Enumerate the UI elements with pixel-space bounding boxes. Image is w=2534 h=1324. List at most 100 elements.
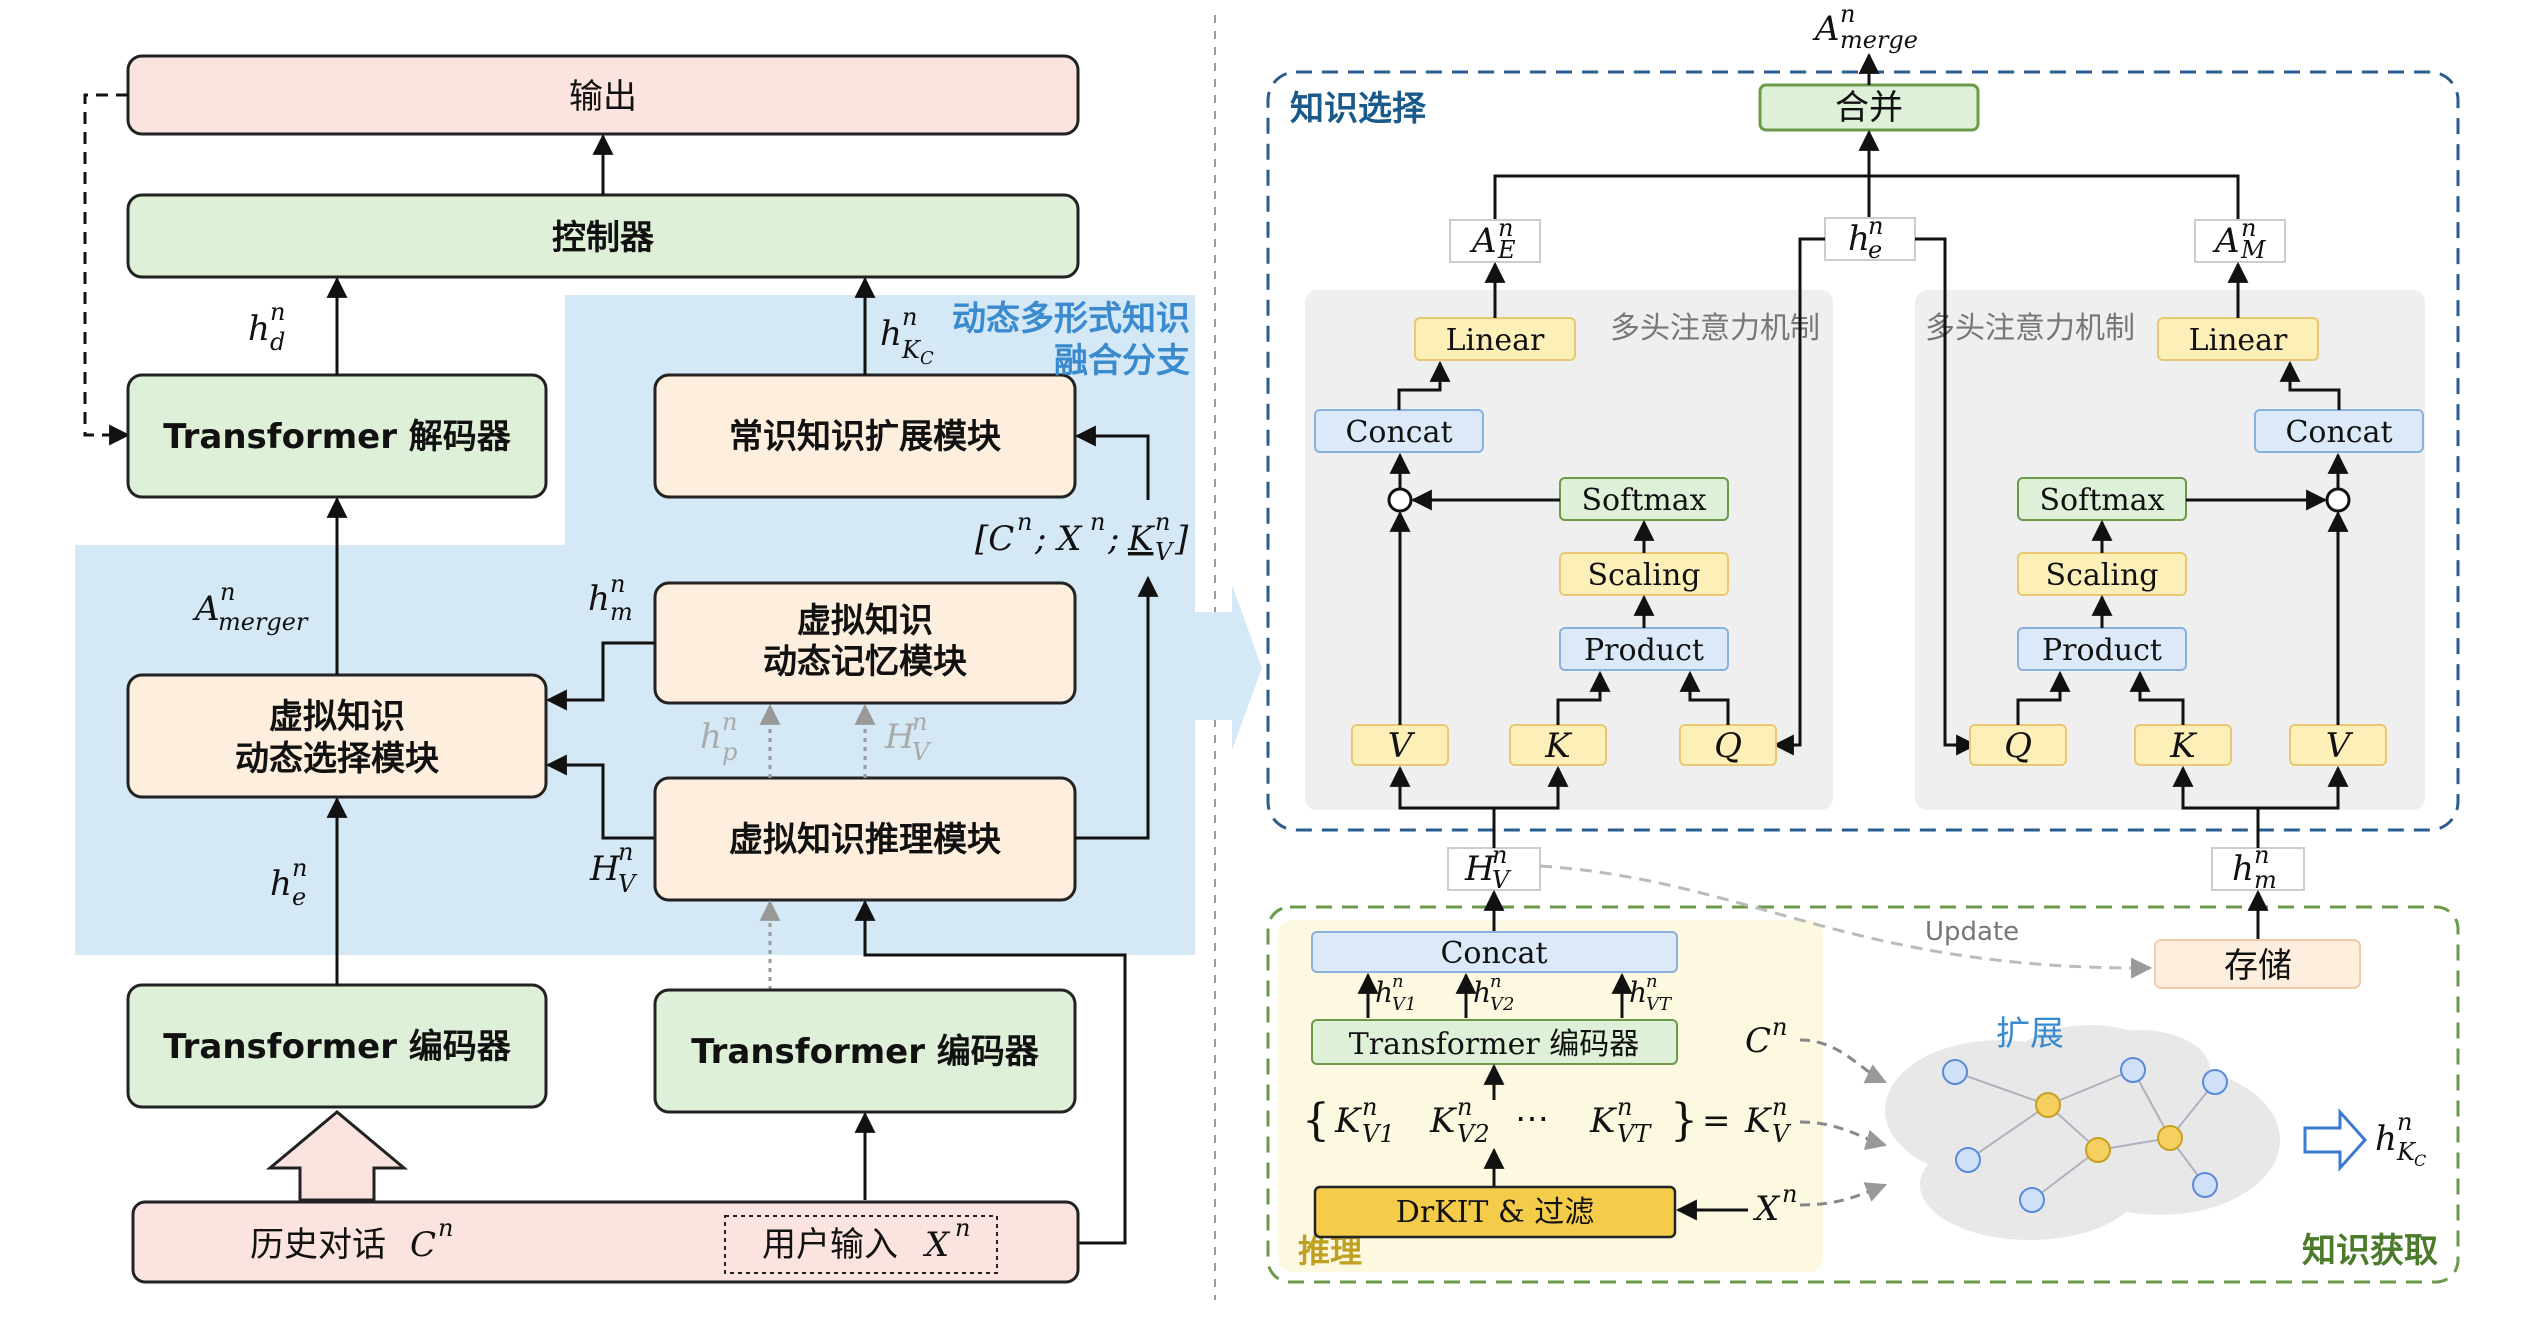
svg-text:E: E [1497,236,1516,264]
linear-right: Linear [2157,317,2319,361]
svg-text:n: n [1362,1093,1377,1121]
svg-text:Softmax: Softmax [2039,483,2164,518]
svg-text:h: h [2375,1119,2397,1159]
svg-text:V2: V2 [1490,994,1514,1015]
h-e-tag: h ne [1824,212,1916,264]
svg-text:K: K [1544,726,1573,766]
svg-text:存储: 存储 [2224,946,2292,986]
svg-text:动态多形式知识: 动态多形式知识 [952,299,1190,339]
svg-text:h: h [1629,976,1647,1009]
selection-module-box: 虚拟知识 动态选择模块 [126,673,548,799]
svg-text:V1: V1 [1362,1120,1395,1148]
svg-text:动态选择模块: 动态选择模块 [235,739,439,779]
svg-text:Concat: Concat [1345,415,1452,450]
reasoning-region [1278,920,1823,1272]
svg-text:K: K [1127,519,1156,559]
feedback-dashed-arrow [83,93,131,446]
svg-text:V2: V2 [1457,1120,1490,1148]
svg-text:n: n [1772,1093,1787,1121]
svg-text:h: h [1848,219,1870,259]
svg-text:n: n [1155,508,1170,536]
svg-text:[C: [C [975,519,1014,559]
svg-text:V: V [1388,726,1416,766]
svg-text:}: } [1670,1095,1698,1146]
softmax-left: Softmax [1559,477,1729,521]
svg-text:n: n [955,1214,970,1242]
svg-text:Scaling: Scaling [2046,558,2159,593]
svg-text:A: A [1469,221,1497,261]
svg-text:; X: ; X [1034,519,1083,559]
svg-text:H: H [884,717,916,757]
svg-text:h: h [700,717,722,757]
q-left: Q [1679,724,1777,766]
svg-text:n: n [1868,212,1883,240]
svg-text:h: h [1473,976,1491,1009]
svg-text:A: A [1812,9,1840,49]
svg-text:n: n [270,298,285,326]
svg-text:用户输入: 用户输入 [762,1225,898,1265]
svg-text:DrKIT & 过滤: DrKIT & 过滤 [1396,1195,1594,1230]
knowledge-acquisition-title: 知识获取 [2302,1231,2438,1271]
svg-text:merger: merger [218,608,309,636]
svg-text:VT: VT [1646,994,1673,1015]
svg-text:Transformer 编码器: Transformer 编码器 [163,1027,512,1067]
encoder-left-box: Transformer 编码器 [126,983,548,1109]
svg-text:n: n [912,708,927,736]
q-right: Q [1969,724,2067,766]
svg-text:d: d [270,328,285,356]
H-V-gray-label: H nV [884,708,932,766]
scaling-left: Scaling [1559,552,1729,596]
softmax-right: Softmax [2017,477,2187,521]
svg-text:n: n [1490,971,1502,992]
svg-text:n: n [1492,841,1507,869]
svg-text:V: V [1155,538,1175,566]
svg-text:K: K [1429,1101,1458,1141]
expand-chevron [1195,585,1262,750]
svg-text:Concat: Concat [2285,415,2392,450]
H-V-label: H nV [589,838,638,898]
output-box: 输出 [126,54,1080,136]
svg-text:{: { [1302,1095,1330,1146]
scaling-right: Scaling [2017,552,2187,596]
svg-text:V: V [912,738,932,766]
svg-text:n: n [722,708,737,736]
h-m-tag: h nm [2211,841,2305,894]
svg-text:Product: Product [1584,633,1704,668]
svg-text:V: V [1772,1120,1792,1148]
svg-text:Transformer 解码器: Transformer 解码器 [163,417,512,457]
svg-text:虚拟知识: 虚拟知识 [797,601,933,641]
svg-text:n: n [2254,841,2269,869]
svg-text:h: h [270,864,292,904]
svg-text:Q: Q [2004,726,2032,766]
svg-text:h: h [2232,849,2254,889]
svg-text:Transformer 编码器: Transformer 编码器 [1349,1027,1640,1062]
svg-text:V: V [618,870,638,898]
reasoning-title: 推理 [1298,1232,1362,1270]
svg-text:Scaling: Scaling [1588,558,1701,593]
svg-text:K: K [901,336,922,364]
svg-text:n: n [1090,508,1105,536]
svg-text:Linear: Linear [2189,323,2288,358]
svg-text:n: n [1772,1013,1787,1041]
svg-text:n: n [618,838,633,866]
product-left: Product [1559,627,1729,671]
concat-left: Concat [1314,409,1484,453]
knowledge-acquisition-region [1266,905,2460,1284]
concat-bottom: Concat [1311,931,1678,973]
svg-text:n: n [2241,214,2256,242]
svg-text:C: C [2414,1151,2426,1170]
svg-text:m: m [610,598,633,626]
svg-text:⋯: ⋯ [1515,1099,1549,1139]
v-right: V [2289,724,2387,766]
svg-text:h: h [588,579,610,619]
svg-text:A: A [2212,221,2240,261]
svg-text:h: h [248,309,270,349]
svg-text:Product: Product [2042,633,2162,668]
